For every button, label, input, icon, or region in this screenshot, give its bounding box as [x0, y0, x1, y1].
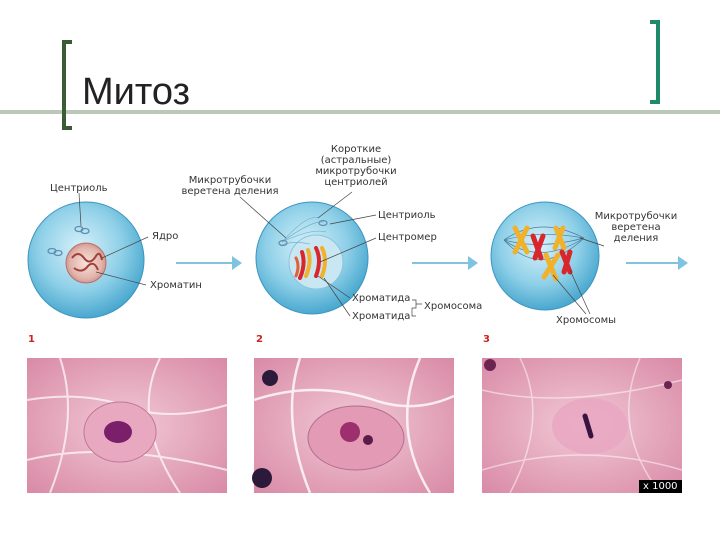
label-line: (астральные)	[306, 155, 406, 166]
label-chromatid-2: Хроматида	[352, 311, 410, 322]
label-centriole-1: Центриоль	[50, 183, 108, 194]
cell-interphase	[28, 193, 148, 318]
micrograph-2	[252, 358, 454, 493]
label-chromatin: Хроматин	[150, 280, 202, 291]
label-spindle-microtubules-3: Микротрубочки веретена деления	[588, 211, 684, 244]
micrograph-3	[482, 358, 682, 493]
panel-number-2: 2	[256, 334, 263, 345]
micrograph-1	[27, 358, 227, 493]
label-centromere: Центромер	[378, 232, 437, 243]
panel-number-3: 3	[483, 334, 490, 345]
label-spindle-microtubules-2: Микротрубочки веретена деления	[180, 175, 280, 197]
label-line: Микротрубочки	[180, 175, 280, 186]
arrow-right-icon-3	[626, 256, 688, 270]
label-line: Микротрубочки	[588, 211, 684, 222]
label-astral-microtubules: Короткие (астральные) микротрубочки цент…	[306, 144, 406, 188]
label-chromosome: Хромосома	[424, 301, 482, 312]
label-centriole-2: Центриоль	[378, 210, 436, 221]
label-line: деления	[588, 233, 684, 244]
arrow-right-icon-2	[412, 256, 478, 270]
arrow-right-icon	[176, 256, 242, 270]
label-line: центриолей	[306, 177, 406, 188]
label-line: Короткие	[306, 144, 406, 155]
panel-number-1: 1	[28, 334, 35, 345]
label-line: микротрубочки	[306, 166, 406, 177]
label-chromatid-1: Хроматида	[352, 293, 410, 304]
label-nucleus: Ядро	[152, 231, 178, 242]
nucleus-shape	[66, 243, 106, 283]
label-line: веретена деления	[180, 186, 280, 197]
label-line: веретена	[588, 222, 684, 233]
magnification-badge: x 1000	[639, 480, 682, 493]
label-chromosomes: Хромосомы	[556, 315, 616, 326]
